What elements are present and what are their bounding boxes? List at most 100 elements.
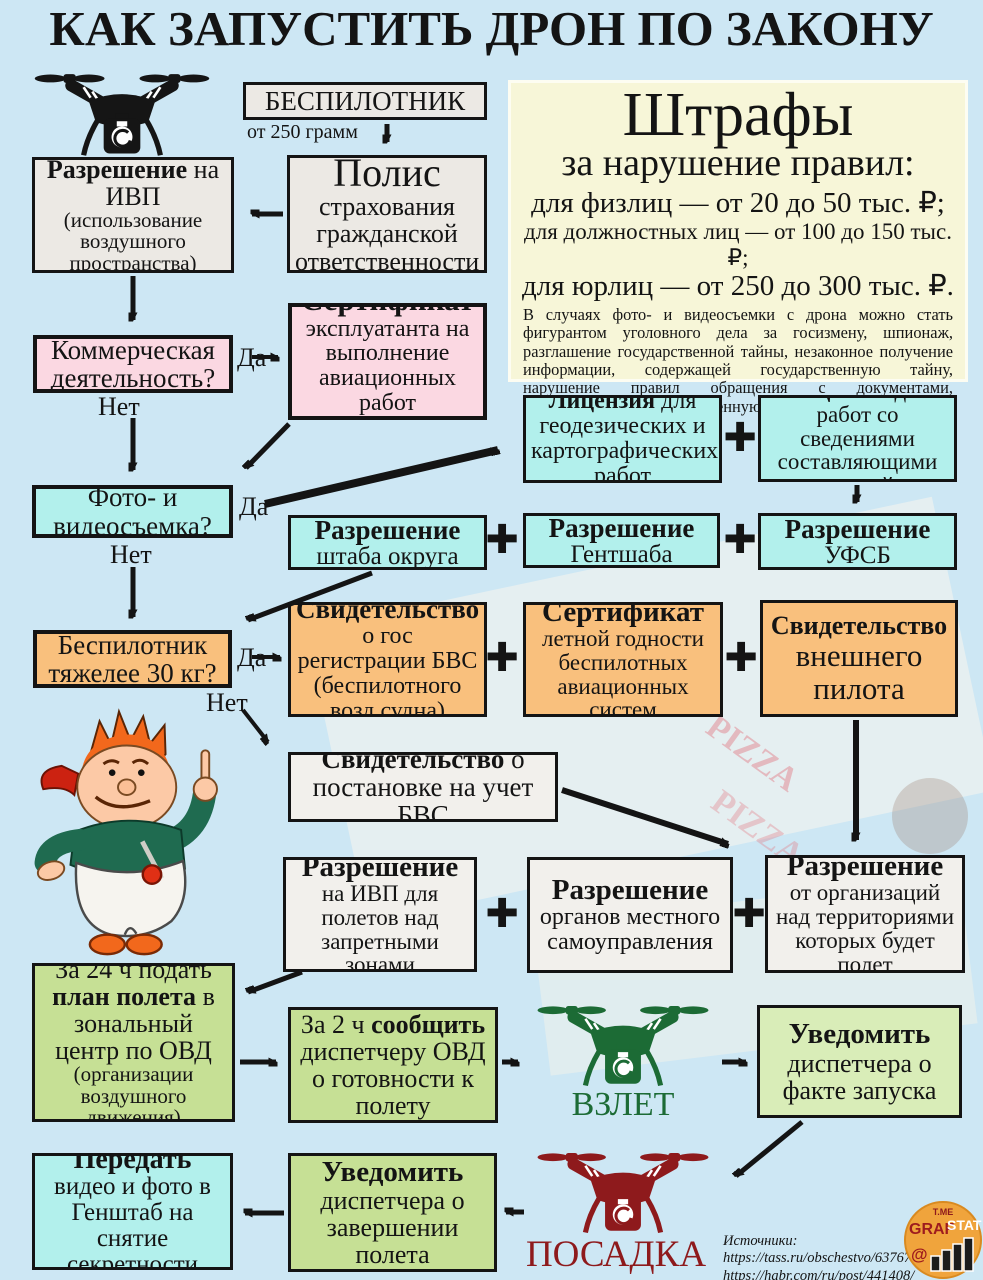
box-text: на ИВП для полетов над запретными зонами xyxy=(321,880,439,972)
box-text: для геодезических и картографических раб… xyxy=(531,395,719,483)
sources-title: Источники: xyxy=(723,1233,798,1249)
box-lead: Разрешение xyxy=(314,515,461,545)
box-note: (использование воздушного пространства) xyxy=(63,207,203,273)
logo-at: @ xyxy=(911,1245,928,1264)
yes-label-heavy: Да xyxy=(237,643,267,672)
plus-connector: ✚ xyxy=(485,891,519,937)
box-cert-registration: Свидетельство о гос регистрации БВС (бес… xyxy=(288,602,487,717)
box-note: (организации воздушного движения) xyxy=(73,1062,194,1122)
box-text: штаба округа xyxy=(316,542,459,570)
box-license-geodesy: Лицензия для геодезических и картографич… xyxy=(523,395,722,483)
box-notify-end: Уведомить диспетчера о завершении полета xyxy=(288,1153,497,1272)
box-cert-airworthiness: Сертификат летной годности беспилотных а… xyxy=(523,602,723,717)
logo-stat: STAT xyxy=(947,1217,982,1233)
takeoff-label: ВЗЛЕТ xyxy=(571,1086,675,1123)
box-notify-launch: Уведомить диспетчера о факте запуска xyxy=(757,1005,962,1118)
plus-connector: ✚ xyxy=(723,415,757,461)
box-text: УФСБ xyxy=(824,541,891,569)
box-text: органов местного самоуправления xyxy=(539,904,721,956)
no-label-commercial: Нет xyxy=(98,392,140,421)
box-text: диспетчеру ОВД о готовности к полету xyxy=(300,1036,486,1121)
box-lead: Разрешение xyxy=(301,857,459,883)
fines-subtitle: за нарушение правил: xyxy=(561,142,915,185)
logo-graf: GRAF xyxy=(909,1221,955,1238)
drone-icon-takeoff xyxy=(528,1000,718,1094)
box-lead: Свидетельство xyxy=(770,611,948,641)
box-handover-footage: Передать видео и фото в Генштаб на сняти… xyxy=(32,1153,233,1270)
grafstat-logo: T.ME GRAF STAT @ xyxy=(904,1201,982,1279)
drone-icon-landing xyxy=(528,1147,718,1241)
box-cert-operator: Сертификат эксплуатанта на выполнение ав… xyxy=(288,303,487,420)
box-lead: Передать xyxy=(73,1153,192,1175)
box-permit-territory-orgs: Разрешение от организаций над территория… xyxy=(765,855,965,973)
start-label: БЕСПИЛОТНИК xyxy=(264,85,466,116)
box-lead: Разрешение xyxy=(551,873,709,906)
box-lead: Свидетельство xyxy=(321,752,505,774)
watermark-wheel xyxy=(892,778,968,854)
box-text: эксплуатанта на выполнение авиационных р… xyxy=(305,315,470,417)
box-text: диспетчера о факте запуска xyxy=(782,1048,937,1105)
no-label-heavy: Нет xyxy=(206,688,248,717)
box-question-photo: Фото- и видеосъемка? xyxy=(32,485,233,538)
landing-label: ПОСАДКА xyxy=(525,1234,707,1275)
box-text: от организаций над территориями которых … xyxy=(775,880,955,973)
box-text: в зональный центр по ОВД xyxy=(55,982,215,1066)
box-lead: Уведомить xyxy=(788,1018,931,1051)
box-text: диспетчера о завершении полета xyxy=(320,1186,465,1270)
start-weight-label: от 250 грамм xyxy=(247,121,358,143)
box-cert-external-pilot: Свидетельство внешнего пилота xyxy=(760,600,958,717)
box-text: Коммерческая деятельность? xyxy=(50,335,216,393)
no-label-photo: Нет xyxy=(110,540,152,569)
box-lead: Лицензия xyxy=(548,395,656,415)
box-lead: Разрешение xyxy=(786,855,944,883)
box-lead: Уведомить xyxy=(321,1155,464,1188)
box-lead: план полета xyxy=(52,982,197,1012)
box-text: о постановке на учет БВС xyxy=(312,752,534,822)
logo-tme: T.ME xyxy=(933,1207,954,1217)
box-text: страхования гражданской ответственности xyxy=(295,192,480,273)
fines-legal: для юрлиц — от 250 до 300 тыс. ₽. xyxy=(522,270,954,303)
box-flight-plan: За 24 ч подать план полета в зональный ц… xyxy=(32,963,235,1122)
box-lead: Полис xyxy=(333,155,441,196)
cartoon-character-karlsson xyxy=(12,696,257,958)
box-text: о гос регистрации БВС (беспилотного возд… xyxy=(297,623,478,717)
plus-connector: ✚ xyxy=(732,891,766,937)
logo-bars-icon xyxy=(930,1237,974,1272)
box-license-state-secret: Лицензия для работ со сведениями составл… xyxy=(758,395,957,482)
box-note: (для ИП и юрлиц) xyxy=(303,415,472,416)
plus-connector: ✚ xyxy=(485,635,519,681)
fines-individuals: для физлиц — от 20 до 50 тыс. ₽; xyxy=(531,187,945,220)
box-text: видео и фото в Генштаб на снятие секретн… xyxy=(54,1173,211,1270)
box-text: Гентшаба xyxy=(570,540,673,568)
box-lead: сообщить xyxy=(371,1009,486,1039)
start-box-drone: БЕСПИЛОТНИК xyxy=(243,82,487,120)
box-text: для работ со сведениями составляющими ми… xyxy=(777,398,938,479)
box-lead: Свидетельство xyxy=(296,602,480,625)
box-lead: Разрешение xyxy=(548,513,695,543)
box-pre: За 24 ч подать xyxy=(55,963,212,985)
box-question-commercial: Коммерческая деятельность? xyxy=(33,335,233,393)
fines-panel: Штрафы за нарушение правил: для физлиц —… xyxy=(508,80,968,415)
drone-icon-black xyxy=(26,68,218,164)
box-permit-restricted-zones: Разрешение на ИВП для полетов над запрет… xyxy=(283,857,477,972)
yes-label-photo: Да xyxy=(239,492,269,521)
box-text: летной годности беспилотных авиационных … xyxy=(542,625,704,717)
sources: Источники: https://tass.ru/obschestvo/63… xyxy=(723,1233,938,1280)
box-permit-local-government: Разрешение органов местного самоуправлен… xyxy=(527,857,733,973)
box-text: Беспилотник тяжелее 30 кг? xyxy=(48,630,217,688)
box-inform-2h: За 2 ч сообщить диспетчеру ОВД о готовно… xyxy=(288,1007,498,1123)
box-cert-record: Свидетельство о постановке на учет БВС xyxy=(288,752,558,822)
fines-officials: для должностных лиц — от 100 до 150 тыс.… xyxy=(524,218,952,270)
source-link-habr[interactable]: https://habr.com/ru/post/441408/ xyxy=(723,1267,915,1280)
box-insurance-policy: Полис страхования гражданской ответствен… xyxy=(287,155,487,273)
box-text: на ИВП xyxy=(105,157,220,211)
box-lead: Сертификат xyxy=(301,307,474,317)
plus-connector: ✚ xyxy=(485,517,519,563)
source-link-tass[interactable]: https://tass.ru/obschestvo/6376723 xyxy=(723,1250,926,1267)
fines-title: Штрафы xyxy=(622,81,854,149)
box-lead: Разрешение xyxy=(46,157,188,184)
box-lead: Разрешение xyxy=(784,513,931,544)
